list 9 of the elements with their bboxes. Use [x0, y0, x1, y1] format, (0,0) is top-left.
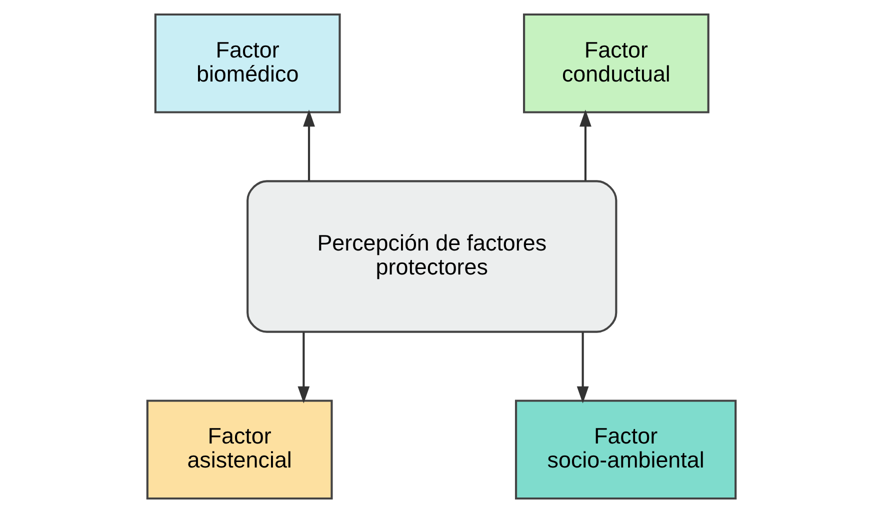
arrow: [298, 332, 310, 404]
node-box: Factor biomédico: [154, 13, 341, 114]
arrow: [303, 110, 315, 181]
arrow: [576, 332, 589, 404]
node-box: Factor conductual: [523, 13, 710, 114]
arrow: [580, 110, 592, 181]
node-box: Factor asistencial: [146, 400, 333, 500]
node-box: Percepción de factores protectores: [246, 180, 618, 333]
node-box: Factor socio-ambiental: [514, 400, 737, 500]
